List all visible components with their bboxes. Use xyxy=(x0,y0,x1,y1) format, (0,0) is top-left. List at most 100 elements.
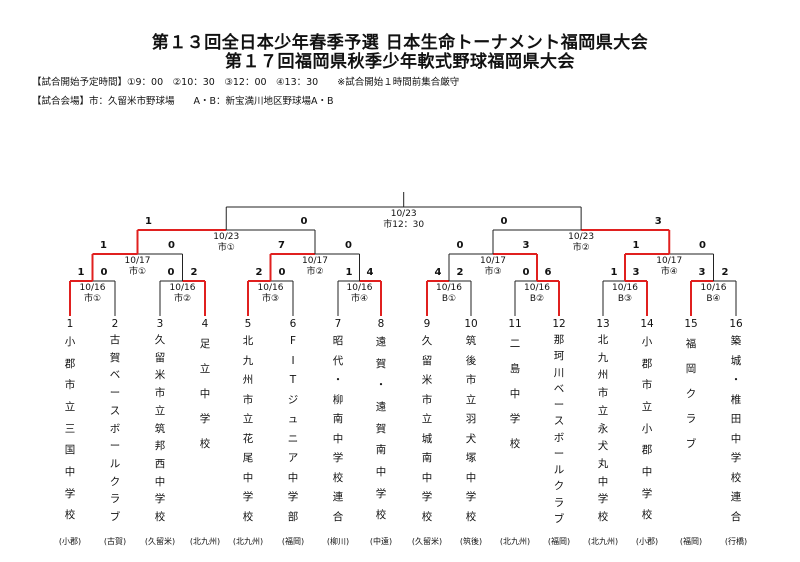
quarterfinal-match-date: 10/17 xyxy=(656,256,683,266)
quarterfinal-match-score-right: 3 xyxy=(522,240,530,251)
team-prefecture: (行橋) xyxy=(724,537,748,546)
quarterfinal-match-score-right: 0 xyxy=(345,240,352,251)
round1-match-date: 10/16 xyxy=(257,283,284,293)
team-entry: 4 足立中学校 xyxy=(197,318,213,457)
round1-match-score-left: 2 xyxy=(255,267,263,278)
team-name: 福岡クラブ xyxy=(685,338,697,450)
team-name: 小郡市立三国中学校 xyxy=(64,336,76,522)
team-prefecture: (福岡) xyxy=(281,537,305,546)
round1-match-date: 10/16 xyxy=(612,283,638,293)
team-prefecture: (筑後) xyxy=(459,537,483,546)
round1-match-score-right: 3 xyxy=(632,267,640,278)
team-name: 久留米市立筑邦西中学校 xyxy=(154,334,166,524)
team-prefecture: (北九州) xyxy=(232,537,264,546)
quarterfinal-match-date: 10/17 xyxy=(124,256,151,266)
quarterfinal-match-score-left: 1 xyxy=(100,240,107,251)
round1-match-score-right: 0 xyxy=(100,267,108,278)
round1-match-date: 10/16 xyxy=(524,283,550,293)
round1-match-venue: B③ xyxy=(617,294,633,304)
round1-match-date: 10/16 xyxy=(346,283,373,293)
team-number: 13 xyxy=(596,318,610,330)
round1-match-score-left: 4 xyxy=(434,267,442,278)
team-name: 筑後市立羽犬塚中学校 xyxy=(465,335,477,523)
team-name: 久留米市立城南中学校 xyxy=(421,335,433,523)
round1-match-venue: 市① xyxy=(83,294,102,304)
team-name: 北九州市立永犬丸中学校 xyxy=(597,334,609,524)
quarterfinal-match-venue: 市④ xyxy=(660,267,678,277)
round1-match-score-right: 2 xyxy=(721,267,729,278)
final-venue: 市12：30 xyxy=(383,220,425,230)
quarterfinal-match-date: 10/17 xyxy=(302,256,328,266)
team-number: 1 xyxy=(66,318,74,330)
team-prefecture: (古賀) xyxy=(103,537,127,546)
team-prefecture: (福岡) xyxy=(547,537,571,546)
semifinal-match-score-left: 1 xyxy=(145,216,152,227)
round1-match-score-right: 2 xyxy=(456,267,464,278)
team-prefecture: (中遠) xyxy=(369,537,393,546)
team-entry: 12 那珂川ベースボールクラブ xyxy=(551,318,567,527)
team-prefecture: (小郡) xyxy=(58,537,82,546)
team-name: 那珂川ベースボールクラブ xyxy=(553,334,565,525)
quarterfinal-match-venue: 市① xyxy=(128,267,147,277)
team-name: 昭代・柳南中学校連合 xyxy=(332,335,344,523)
quarterfinal-match-date: 10/17 xyxy=(480,256,506,266)
team-number: 2 xyxy=(111,318,119,330)
team-name: 遠賀・遠賀南中学校 xyxy=(375,336,387,522)
team-number: 6 xyxy=(289,318,297,330)
round1-match-date: 10/16 xyxy=(436,283,462,293)
team-entry: 1 小郡市立三国中学校 xyxy=(62,318,78,527)
final-date: 10/23 xyxy=(390,209,417,219)
title-line-2: 第１７回福岡県秋季少年軟式野球福岡県大会 xyxy=(225,52,575,72)
team-name: 足立中学校 xyxy=(199,338,211,450)
round1-match-venue: 市④ xyxy=(350,294,369,304)
team-number: 10 xyxy=(464,318,478,330)
semifinal-match-score-right: 3 xyxy=(654,216,662,227)
team-prefecture: (久留米) xyxy=(411,537,443,546)
team-prefecture: (福岡) xyxy=(679,537,703,546)
team-number: 12 xyxy=(552,318,566,330)
quarterfinal-match-score-left: 7 xyxy=(278,240,285,251)
team-name: 小郡市立小郡中学校 xyxy=(641,336,653,522)
round1-match-score-right: 4 xyxy=(366,267,374,278)
team-prefecture: (久留米) xyxy=(144,537,176,546)
round1-match-score-right: 2 xyxy=(190,267,198,278)
semifinal-match-date: 10/23 xyxy=(568,232,595,242)
quarterfinal-match-score-right: 0 xyxy=(168,240,175,251)
team-prefecture: (北九州) xyxy=(587,537,619,546)
round1-match-score-left: 0 xyxy=(167,267,175,278)
team-number: 9 xyxy=(423,318,431,330)
round1-match-score-right: 6 xyxy=(544,267,552,278)
team-prefecture: (北九州) xyxy=(189,537,221,546)
quarterfinal-match-score-left: 1 xyxy=(632,240,640,251)
team-number: 4 xyxy=(201,318,209,330)
semifinal-match-score-right: 0 xyxy=(300,216,308,227)
round1-match-score-left: 1 xyxy=(610,267,618,278)
venues-info: 【試合会場】市：久留米市野球場 A・B：新宝満川地区野球場A・B xyxy=(32,96,334,107)
round1-match-score-left: 0 xyxy=(522,267,530,278)
team-name: 二島中学校 xyxy=(509,338,521,450)
team-entry: 2 古賀ベースボールクラブ xyxy=(107,318,123,527)
round1-match-venue: 市③ xyxy=(261,294,280,304)
team-name: 古賀ベースボールクラブ xyxy=(109,334,121,524)
title-line-1: 第１３回全日本少年春季予選 日本生命トーナメント福岡県大会 xyxy=(151,33,649,53)
team-entry: 10 筑後市立羽犬塚中学校 xyxy=(463,318,479,527)
semifinal-match-score-left: 0 xyxy=(500,216,508,227)
team-number: 16 xyxy=(729,318,743,330)
round1-match-score-right: 0 xyxy=(278,267,286,278)
semifinal-match-date: 10/23 xyxy=(213,232,240,242)
round1-match-score-left: 1 xyxy=(77,267,85,278)
round1-match-date: 10/16 xyxy=(700,283,727,293)
team-number: 5 xyxy=(244,318,252,330)
team-entry: 14 小郡市立小郡中学校 xyxy=(639,318,655,527)
quarterfinal-match-score-right: 0 xyxy=(699,240,706,251)
start-times-info: 【試合開始予定時間】①9：00 ②10：30 ③12：00 ④13：30 ※試合… xyxy=(32,77,460,88)
team-entry: 13 北九州市立永犬丸中学校 xyxy=(595,318,611,527)
team-number: 14 xyxy=(640,318,654,330)
